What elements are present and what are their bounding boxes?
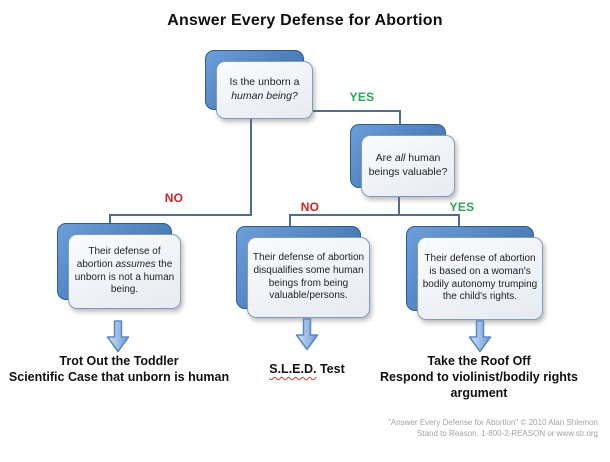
- outcome-line-2: Scientific Case that unborn is human: [8, 370, 230, 384]
- edge-label-yes-1: YES: [349, 90, 375, 104]
- down-arrow-icon: [106, 320, 130, 353]
- connector-line: [313, 110, 401, 112]
- node-text: Is the unborn a human being?: [229, 76, 300, 102]
- edge-label-yes-2: YES: [449, 200, 475, 214]
- connector-line: [250, 119, 252, 216]
- edge-label-no-2: NO: [300, 200, 320, 214]
- copyright-credit: "Answer Every Defense for Abortion" © 20…: [328, 417, 598, 439]
- page-title: Answer Every Defense for Abortion: [167, 12, 443, 29]
- defense-node-disqualifies-humans: Their defense of abortion disqualifies s…: [236, 226, 370, 318]
- connector-line: [399, 110, 401, 126]
- node-text: Their defense of abortion assumes the un…: [74, 245, 175, 296]
- connector-line: [109, 214, 252, 216]
- node-face: Is the unborn a human being?: [216, 61, 313, 119]
- down-arrow-icon: [295, 318, 319, 351]
- connector-line: [109, 214, 111, 226]
- node-text: Their defense of abortion is based on a …: [422, 252, 538, 303]
- defense-node-bodily-autonomy: Their defense of abortion is based on a …: [406, 226, 543, 320]
- node-text: Are all human beings valuable?: [368, 152, 448, 178]
- credit-line-1: "Answer Every Defense for Abortion" © 20…: [388, 418, 598, 427]
- node-face: Their defense of abortion assumes the un…: [68, 234, 181, 309]
- connector-line: [458, 214, 460, 227]
- node-text: Their defense of abortion disqualifies s…: [252, 251, 365, 302]
- outcome-line-1: Take the Roof Off: [427, 354, 531, 368]
- down-arrow-icon: [468, 320, 492, 353]
- decision-node-humans-valuable: Are all human beings valuable?: [350, 124, 455, 197]
- outcome-label-trot-out-toddler: Trot Out the Toddler Scientific Case tha…: [5, 353, 233, 385]
- connector-line: [289, 214, 291, 227]
- outcome-label-take-roof-off: Take the Roof Off Respond to violinist/b…: [355, 353, 603, 401]
- credit-line-2: Stand to Reason, 1-800-2-REASON or www.s…: [417, 429, 598, 438]
- outcome-line-1: S.L.E.D. Test: [269, 362, 345, 376]
- outcome-line-1: Trot Out the Toddler: [59, 354, 179, 368]
- connector-line: [398, 197, 400, 216]
- node-face: Their defense of abortion is based on a …: [417, 237, 543, 320]
- connector-line: [289, 214, 460, 216]
- decision-node-unborn-human: Is the unborn a human being?: [205, 50, 313, 119]
- defense-node-assumes-not-human: Their defense of abortion assumes the un…: [57, 223, 181, 309]
- outcome-label-sled-test: S.L.E.D. Test: [251, 361, 363, 377]
- node-face: Are all human beings valuable?: [361, 135, 455, 197]
- edge-label-no-1: NO: [164, 191, 184, 205]
- outcome-line-2: Respond to violinist/bodily rights argum…: [380, 370, 578, 400]
- node-face: Their defense of abortion disqualifies s…: [247, 237, 370, 318]
